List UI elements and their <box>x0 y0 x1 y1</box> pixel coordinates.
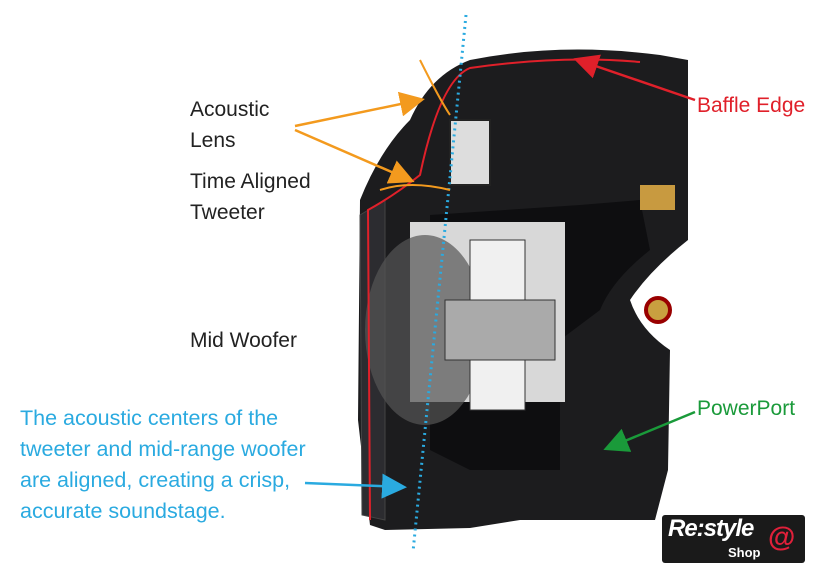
caption-line: accurate soundstage. <box>20 499 226 523</box>
label-mid-woofer: Mid Woofer <box>190 329 297 352</box>
label-line: Tweeter <box>190 201 265 224</box>
logo-text: Re:style <box>668 515 754 542</box>
terminal-jack <box>644 296 672 324</box>
caption-line: tweeter and mid-range woofer <box>20 437 306 461</box>
caption-arrow <box>304 473 407 499</box>
woofer-cone <box>365 235 485 425</box>
baffle-arrow <box>573 54 696 102</box>
lens-arrow-2 <box>294 128 415 184</box>
tweeter-outline <box>379 184 451 191</box>
lens-outline <box>419 59 451 116</box>
woofer-plate <box>444 299 556 361</box>
restyle-shop-logo: Re:style Shop @ <box>662 515 805 563</box>
label-time-aligned-tweeter: Time Aligned Tweeter <box>190 166 311 228</box>
label-line: Lens <box>190 129 236 152</box>
lens-arrow-1 <box>294 91 425 128</box>
caption: The acoustic centers of the tweeter and … <box>20 403 306 527</box>
caption-line: The acoustic centers of the <box>20 406 279 430</box>
label-line: Acoustic <box>190 98 270 121</box>
tweeter <box>449 119 491 186</box>
powerport-arrow <box>603 410 696 452</box>
baffle-edge-line <box>366 58 641 521</box>
caption-line: are aligned, creating a crisp, <box>20 468 291 492</box>
label-baffle-edge: Baffle Edge <box>697 94 806 117</box>
label-line: Time Aligned <box>190 170 311 193</box>
label-powerport: PowerPort <box>697 397 796 420</box>
cart-at-icon: @ <box>768 521 796 552</box>
label-acoustic-lens: Acoustic Lens <box>190 94 269 156</box>
logo-sub: Shop <box>728 545 761 560</box>
terminal-top <box>640 185 675 210</box>
